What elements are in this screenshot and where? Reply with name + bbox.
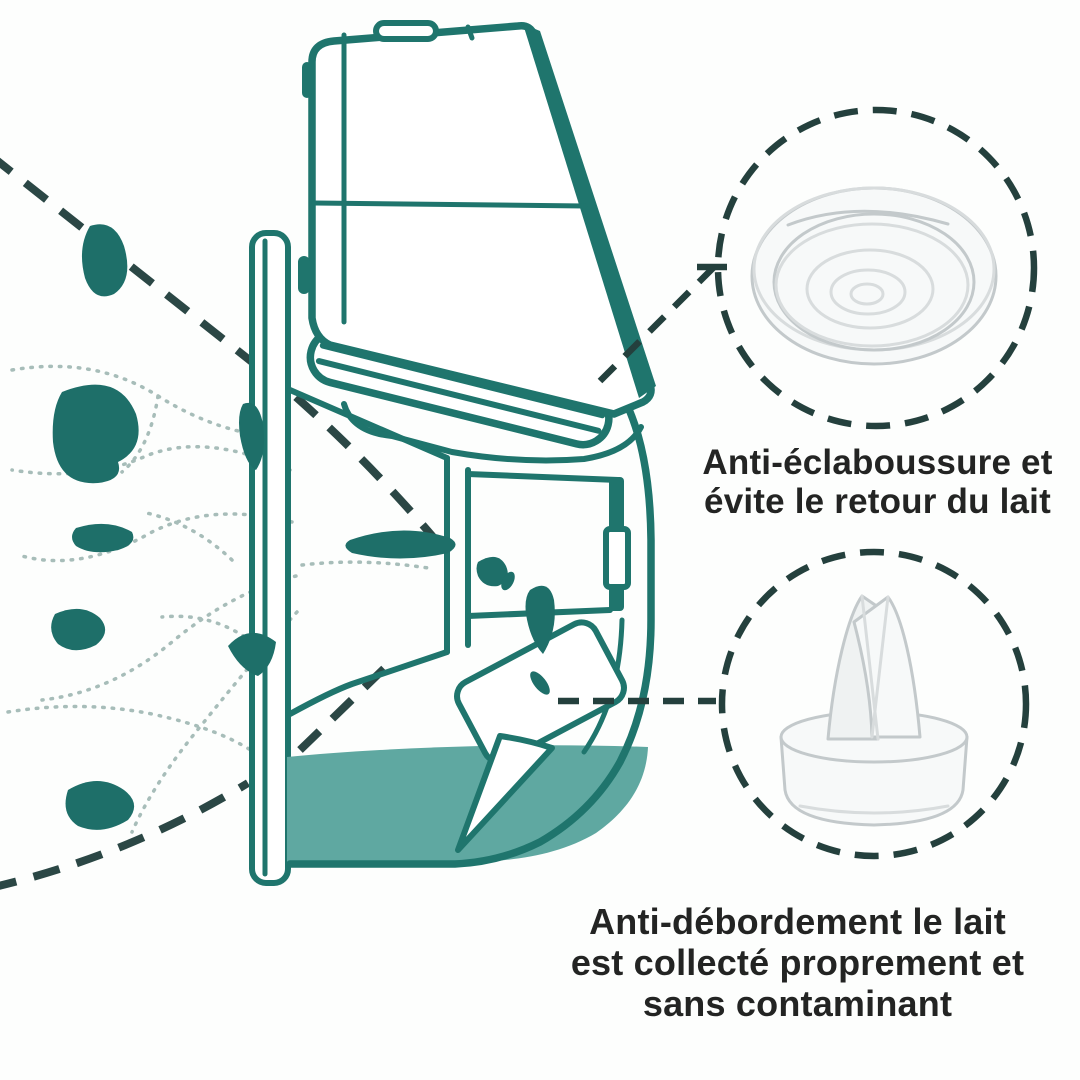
- duckbill-tip: [455, 733, 555, 853]
- valve-slit-mark: [530, 671, 550, 695]
- motor-top-tick: [465, 24, 475, 41]
- callout-circle-bottom: [718, 548, 1030, 860]
- callout-circle-top: [714, 106, 1038, 430]
- caption-bottom-line-1: Anti-débordement le lait: [589, 901, 1006, 942]
- duckbill-valve-photo: [779, 594, 969, 827]
- motor-unit: [298, 20, 656, 418]
- silicone-diaphragm-photo: [750, 186, 998, 366]
- shield-plate: [249, 230, 291, 886]
- diaphragm-skirt: [341, 401, 644, 464]
- breast-outline-top-inner: [293, 394, 453, 559]
- caption-top-line-2: évite le retour du lait: [704, 482, 1051, 521]
- breast-outline-top: [0, 157, 255, 366]
- motor-horizontal-seam: [311, 200, 588, 209]
- breast-shield: [249, 230, 291, 886]
- motor-side-button-lower: [298, 256, 310, 294]
- duckbill-valve-in-device: [454, 619, 627, 853]
- callout-connector-top: [597, 264, 717, 384]
- motor-side-button-upper: [302, 62, 312, 98]
- container-outer-wall: [286, 384, 655, 868]
- motor-right-rim: [523, 24, 656, 398]
- caption-bottom-line-3: sans contaminant: [642, 983, 953, 1024]
- callout-bottom: [558, 548, 1030, 860]
- milk-droplets: [345, 530, 555, 654]
- caption-bottom: Anti-débordement le lait est collecté pr…: [500, 901, 1080, 1024]
- callout-top: [597, 106, 1038, 430]
- funnel-bottom: [287, 649, 450, 717]
- caption-top: Anti-éclaboussure et évite le retour du …: [645, 443, 1080, 521]
- caption-top-line-1: Anti-éclaboussure et: [702, 443, 1053, 482]
- collection-container: [286, 384, 655, 868]
- motor-top-slot: [373, 20, 439, 42]
- breast-outline-bottom: [0, 779, 251, 890]
- chamber-notch: [603, 526, 631, 590]
- valve-holder: [454, 619, 627, 765]
- milk-glands: [51, 224, 276, 830]
- caption-bottom-line-2: est collecté proprement et: [570, 942, 1025, 983]
